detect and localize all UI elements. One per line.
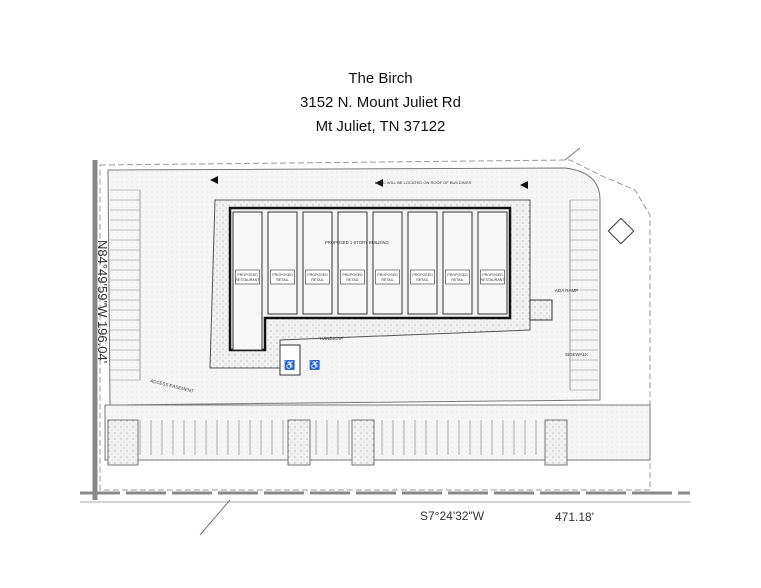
unit-label: RETAIL	[451, 278, 463, 282]
handicap-label: HANDICAP	[320, 336, 343, 341]
south-distance: 471.18'	[555, 510, 594, 524]
building-units: PROPOSEDRESTAURANTPROPOSEDRETAILPROPOSED…	[232, 211, 508, 351]
unit-label-box	[305, 269, 330, 285]
svg-text:♿: ♿	[284, 359, 295, 370]
unit-outline	[337, 211, 368, 315]
ada-ramp-area	[529, 299, 553, 321]
unit-label: RETAIL	[276, 278, 288, 282]
unit-label-box	[340, 269, 365, 285]
unit-label-box	[270, 269, 295, 285]
unit-label: RESTAURANT	[235, 278, 260, 282]
building-note: PROPOSED 1-STORY BUILDING	[325, 240, 389, 245]
address-city: Mt Juliet, TN 37122	[315, 118, 446, 135]
unit-label-box	[480, 269, 505, 285]
parking-stalls-west	[110, 189, 140, 381]
unit-label-box	[235, 269, 260, 285]
unit-label: RESTAURANT	[480, 278, 505, 282]
leader-line	[564, 147, 581, 161]
ada-ramp-label: ADA RAMP	[555, 288, 578, 293]
unit-label: PROPOSED	[412, 273, 433, 277]
unit-outline	[407, 211, 438, 315]
unit-label: PROPOSED	[447, 273, 468, 277]
unit-label: RETAIL	[381, 278, 393, 282]
unit-label: PROPOSED	[237, 273, 258, 277]
unit-label: PROPOSED	[272, 273, 293, 277]
traffic-arrows	[210, 176, 528, 189]
unit-outline	[442, 211, 473, 315]
unit-label: PROPOSED	[342, 273, 363, 277]
address-street: 3152 N. Mount Juliet Rd	[300, 94, 461, 111]
property-boundary	[80, 159, 690, 503]
unit-outline	[267, 211, 298, 315]
unit-label: PROPOSED	[482, 273, 503, 277]
unit-label: PROPOSED	[307, 273, 328, 277]
south-bearing: S7°24'32"W	[420, 509, 485, 523]
unit-label-box	[410, 269, 435, 285]
handicap-stalls: ♿ ♿	[279, 344, 321, 376]
building	[228, 206, 512, 352]
sidewalk-label: SIDEWALK	[565, 352, 588, 357]
project-name: The Birch	[348, 70, 413, 87]
west-bearing: N84°49'59"W 196.04'	[95, 240, 110, 363]
unit-outline	[302, 211, 333, 315]
unit-label: RETAIL	[416, 278, 428, 282]
landscape-island	[351, 419, 375, 466]
parking-stalls-south	[139, 420, 537, 455]
unit-label: RETAIL	[311, 278, 323, 282]
unit-label-box	[445, 269, 470, 285]
unit-label-box	[375, 269, 400, 285]
landscape-island	[107, 419, 139, 466]
leader-line	[199, 499, 231, 536]
unit-label: RETAIL	[346, 278, 358, 282]
sign-pad	[607, 217, 635, 245]
parking-stalls-east	[570, 199, 598, 391]
svg-text:♿: ♿	[309, 359, 320, 370]
hvac-note: HVAC WILL BE LOCATED ON ROOF OF BUILDING…	[375, 180, 472, 185]
unit-label: PROPOSED	[377, 273, 398, 277]
landscape-island	[287, 419, 311, 466]
landscape-island	[544, 419, 568, 466]
unit-outline	[477, 211, 508, 315]
unit-outline	[372, 211, 403, 315]
